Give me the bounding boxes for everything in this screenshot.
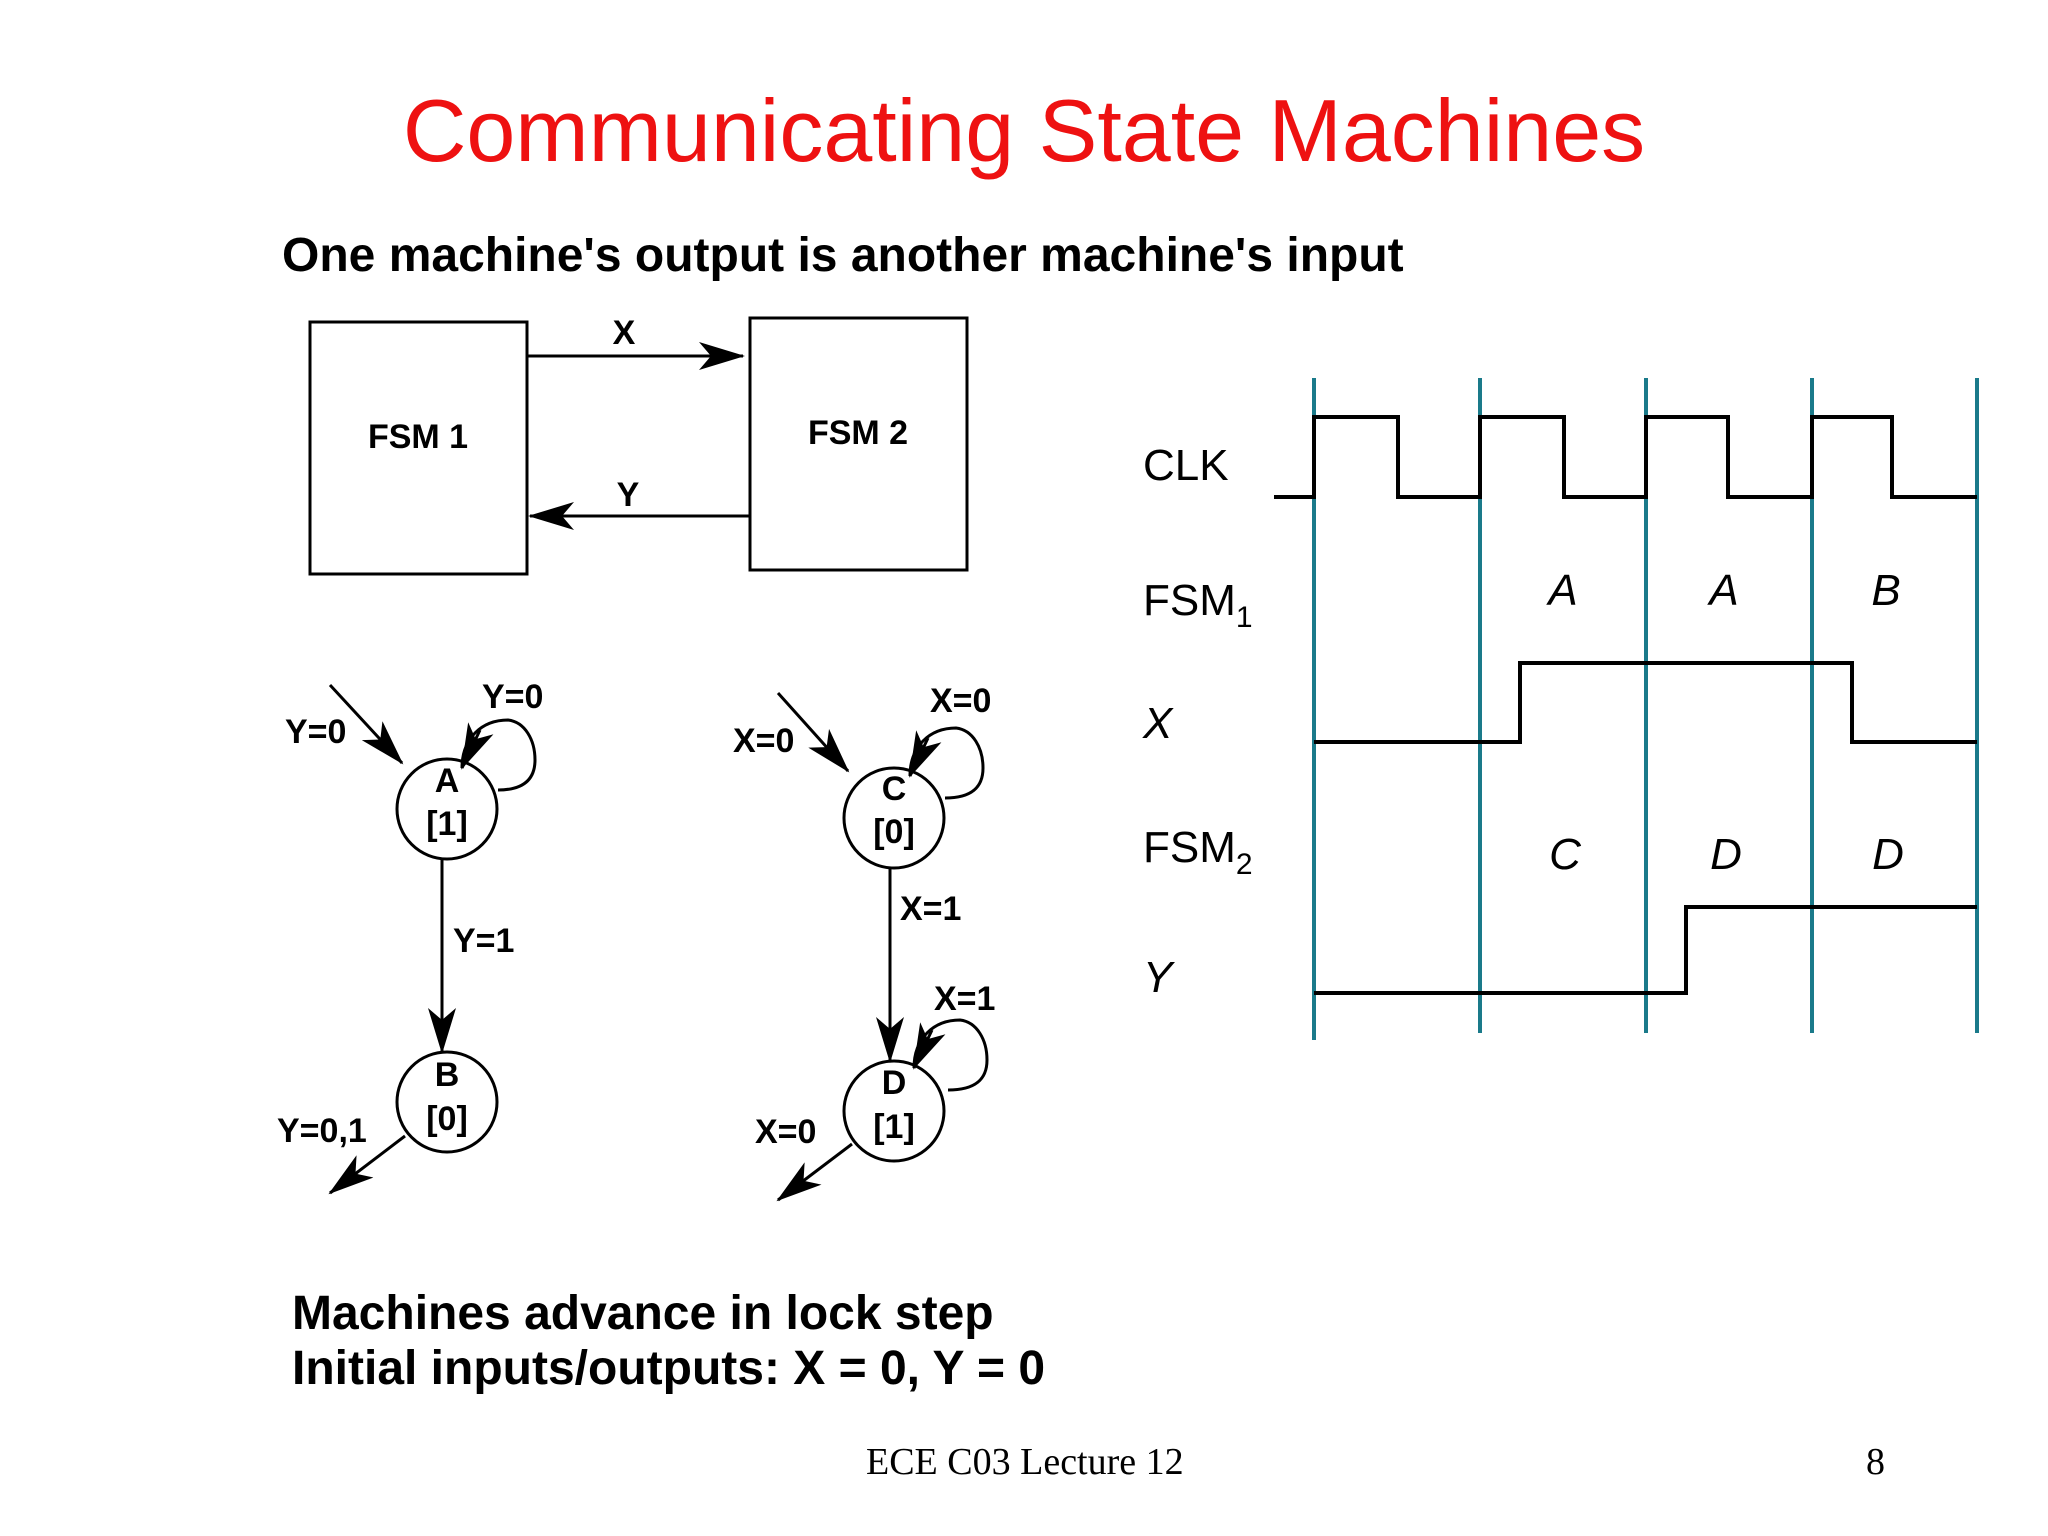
fsm2-row-label-sub: 2 [1236,848,1253,881]
clk-label: CLK [1143,441,1229,490]
clk-waveform [1274,415,1977,499]
block-diagram: FSM 1 FSM 2 X Y [308,314,969,576]
x-signal-label: X [613,314,636,352]
a-to-b-label: Y=1 [453,922,514,960]
note-line: Initial inputs/outputs: X = 0, Y = 0 [292,1342,1046,1395]
state-a-self-loop [460,718,537,792]
timing-diagram: CLK FSM1 X FSM2 Y A A B C D D [1142,378,1979,1040]
y-waveform [1314,905,1977,995]
fsm1-row-label-main: FSM [1143,576,1236,625]
fsm1-entry-label: Y=0 [285,713,346,751]
state-c-self-loop-label: X=0 [930,682,991,720]
note-line: Machines advance in lock step [292,1287,994,1340]
state-b-exit-label: Y=0,1 [277,1112,367,1150]
fsm1-state-diagram: A [1] B [0] Y=0 Y=0 Y=1 Y=0,1 [277,678,543,1195]
fsm2-entry-arrow [776,691,850,773]
state-a-self-loop-head [460,722,494,770]
y-signal-label: Y [617,476,640,514]
fsm2-state-label: D [1710,830,1742,879]
state-d-self-loop-head [912,1022,946,1070]
state-b-output: [0] [426,1100,468,1138]
fsm1-row-label-sub: 1 [1236,601,1253,634]
slide-subtitle: One machine's output is another machine'… [282,229,1404,282]
fsm1-state-label: B [1871,566,1900,615]
slide-title: Communicating State Machines [402,81,1646,180]
fsm2-row-label: FSM2 [1143,823,1253,881]
state-c-self-loop-head [908,730,942,778]
footer-text: ECE C03 Lecture 12 [866,1441,1184,1483]
fsm2-box [748,316,969,572]
state-a-name: A [435,762,460,800]
page-number: 8 [1866,1441,1885,1483]
fsm1-box [308,320,529,576]
state-c-circle [842,766,946,870]
fsm1-entry-arrow [328,683,404,765]
fsm2-state-diagram: C [0] D [1] X=0 X=0 X=1 X=1 X=0 [733,682,995,1202]
x-waveform [1314,661,1977,744]
state-d-self-loop [912,1018,989,1092]
state-c-name: C [882,770,907,808]
fsm1-box-label: FSM 1 [368,418,468,456]
state-c-self-loop [908,726,985,800]
fsm2-box-label: FSM 2 [808,414,908,452]
state-a-circle [395,757,499,861]
state-a-self-loop-label: Y=0 [482,678,543,716]
y-row-label: Y [1143,953,1175,1002]
state-b-name: B [435,1056,460,1094]
state-d-output: [1] [873,1108,915,1146]
fsm1-state-label: A [1706,566,1738,615]
state-b-exit-arrow [328,1134,406,1195]
fsm2-entry-label: X=0 [733,722,794,760]
state-d-name: D [882,1064,907,1102]
state-a-output: [1] [426,805,468,843]
state-d-exit-label: X=0 [755,1113,816,1151]
fsm2-state-label: C [1549,830,1582,879]
fsm2-row-label-main: FSM [1143,823,1236,872]
fsm1-row-label: FSM1 [1143,576,1253,634]
fsm1-state-label: A [1545,566,1577,615]
slide-notes: Machines advance in lock step Initial in… [292,1286,1045,1396]
x-row-label: X [1142,699,1174,748]
state-d-self-loop-label: X=1 [934,980,995,1018]
state-c-output: [0] [873,813,915,851]
fsm2-state-label: D [1872,830,1904,879]
c-to-d-label: X=1 [900,890,961,928]
state-d-exit-arrow [776,1142,853,1202]
